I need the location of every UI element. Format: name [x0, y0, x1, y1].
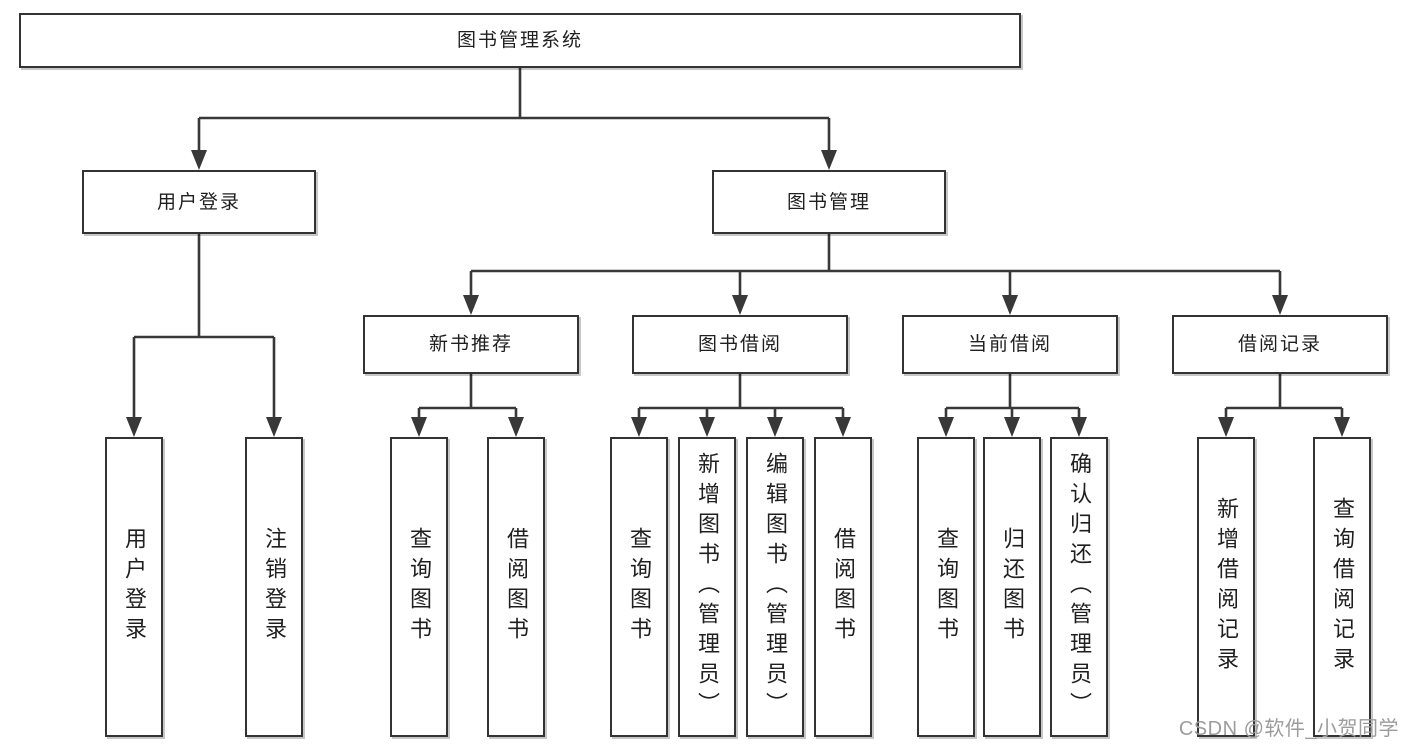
leaf-query-books-current: 查询图书 [917, 437, 975, 737]
leaf-logout-label: 注销登录 [262, 527, 287, 647]
leaf-borrow-books-recommend: 借阅图书 [487, 437, 545, 737]
node-borrow-records: 借阅记录 [1172, 315, 1388, 374]
watermark: CSDN @软件_小贺同学 [1178, 718, 1399, 740]
leaf-add-borrow-record: 新增借阅记录 [1197, 437, 1255, 737]
leaf-confirm-return-admin: 确认归还（管理员） [1050, 437, 1108, 737]
leaf-query-books-borrow-label: 查询图书 [627, 527, 652, 647]
node-borrow-records-label: 借阅记录 [1237, 334, 1322, 355]
leaf-add-books-admin: 新增图书（管理员） [678, 437, 736, 737]
leaf-add-books-admin-label: 新增图书（管理员） [695, 452, 720, 722]
node-user-login-label: 用户登录 [156, 191, 241, 213]
leaf-query-books-current-label: 查询图书 [934, 527, 959, 647]
node-new-book-recommend: 新书推荐 [363, 315, 579, 374]
leaf-return-books: 归还图书 [983, 437, 1041, 737]
leaf-query-borrow-record-label: 查询借阅记录 [1330, 497, 1355, 677]
leaf-query-books-recommend: 查询图书 [390, 437, 448, 737]
node-library-system: 图书管理系统 [19, 13, 1021, 68]
leaf-query-borrow-record: 查询借阅记录 [1313, 437, 1371, 737]
node-book-management: 图书管理 [712, 170, 946, 234]
node-user-login: 用户登录 [82, 170, 316, 234]
node-book-management-label: 图书管理 [786, 191, 871, 213]
leaf-confirm-return-admin-label: 确认归还（管理员） [1067, 452, 1092, 722]
leaf-user-login: 用户登录 [105, 437, 163, 737]
leaf-return-books-label: 归还图书 [1000, 527, 1025, 647]
leaf-logout: 注销登录 [245, 437, 303, 737]
leaf-borrow-books-borrow: 借阅图书 [814, 437, 872, 737]
leaf-query-books-recommend-label: 查询图书 [407, 527, 432, 647]
node-current-borrow-label: 当前借阅 [967, 334, 1052, 355]
leaf-user-login-label: 用户登录 [122, 527, 147, 647]
node-book-borrow: 图书借阅 [632, 315, 848, 374]
leaf-add-borrow-record-label: 新增借阅记录 [1214, 497, 1239, 677]
node-current-borrow: 当前借阅 [902, 315, 1118, 374]
leaf-borrow-books-recommend-label: 借阅图书 [504, 527, 529, 647]
leaf-edit-books-admin-label: 编辑图书（管理员） [763, 452, 788, 722]
node-new-book-recommend-label: 新书推荐 [428, 334, 513, 355]
leaf-borrow-books-borrow-label: 借阅图书 [831, 527, 856, 647]
leaf-query-books-borrow: 查询图书 [610, 437, 668, 737]
node-book-borrow-label: 图书借阅 [697, 334, 782, 355]
leaf-edit-books-admin: 编辑图书（管理员） [746, 437, 804, 737]
node-library-system-label: 图书管理系统 [456, 30, 583, 51]
